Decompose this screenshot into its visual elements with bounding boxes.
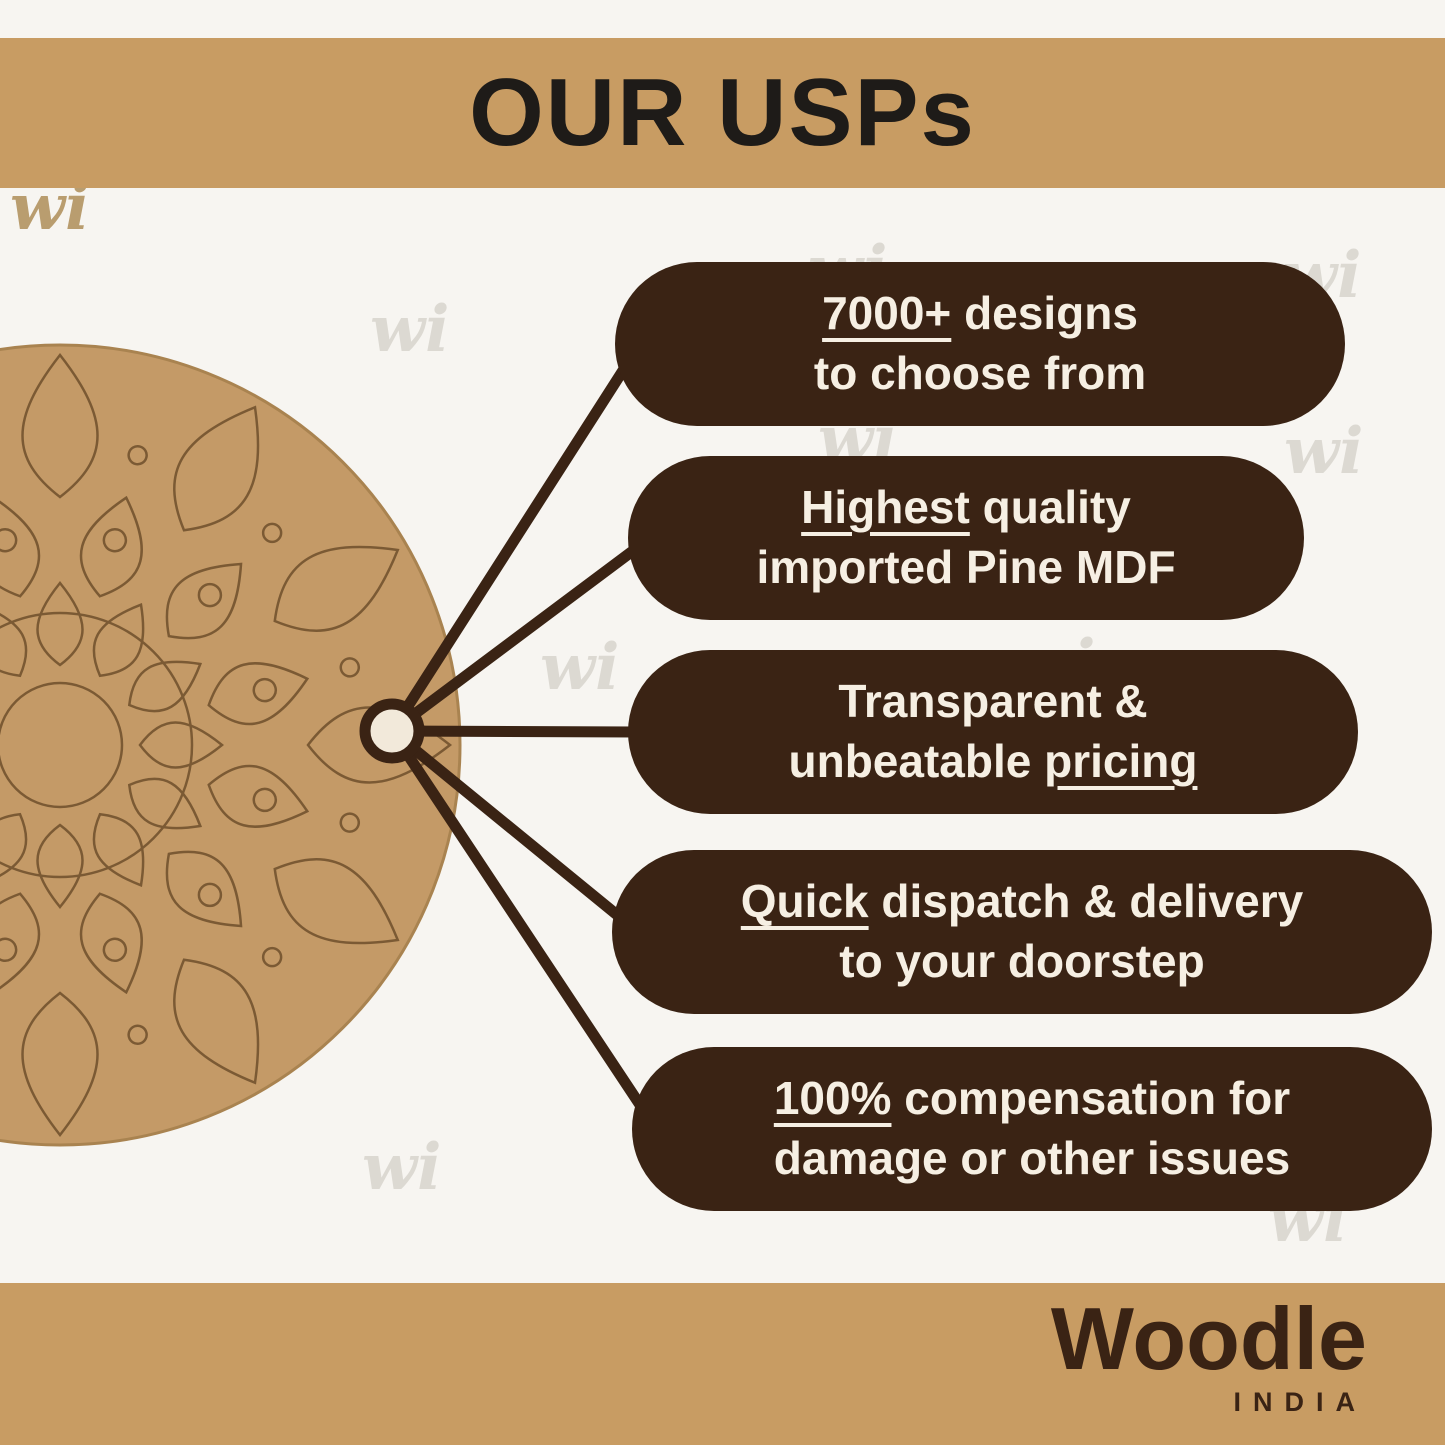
usp-pill-line: 7000+ designs [822,287,1138,340]
usp-pill-line: to your doorstep [839,935,1205,987]
usp-pill-line: damage or other issues [773,1132,1291,1184]
usp-pill: 7000+ designs to choose from [615,262,1345,426]
usp-pill-line: Transparent & [838,675,1148,728]
usp-pill: Quick dispatch & delivery to your doorste… [612,850,1432,1014]
brand-name: Woodle [1050,1289,1367,1388]
usp-pill-line: Highest quality [801,481,1131,534]
watermark-wi: wi [1284,414,1364,489]
header-band: OUR USPs [0,38,1445,188]
usp-pill-line: imported Pine MDF [756,541,1176,593]
usp-pill-line: 100% compensation for [773,1072,1291,1125]
usp-pill: Highest quality imported Pine MDF [628,456,1304,620]
footer-band [0,1283,1445,1445]
watermark-wi: wi [362,1130,442,1205]
usp-pill-line: Quick dispatch & delivery [740,875,1304,928]
usp-pill-line: unbeatable pricing [788,735,1198,787]
mandala-engraving [0,352,453,1138]
brand-logo: Woodle INDIA [1051,1295,1367,1418]
usp-pill: 100% compensation for damage or other iss… [632,1047,1432,1211]
usp-pill-line: to choose from [813,347,1147,399]
page-title: OUR USPs [469,59,976,166]
usp-pill: Transparent & unbeatable pricing [628,650,1358,814]
brand-country: INDIA [1233,1387,1367,1417]
